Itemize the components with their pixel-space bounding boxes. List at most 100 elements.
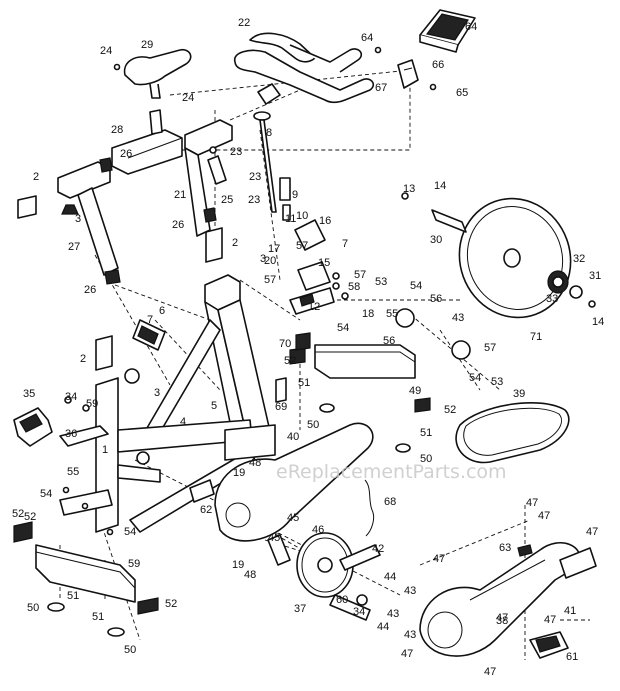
tension-knob (253, 111, 349, 315)
part-callout-14: 14 (434, 180, 446, 192)
console (419, 9, 476, 53)
part-callout-60: 60 (336, 594, 348, 606)
part-callout-63: 63 (499, 542, 511, 554)
part-callout-67: 67 (375, 82, 387, 94)
part-callout-65: 65 (456, 87, 468, 99)
flywheel (401, 192, 596, 319)
part-callout-71: 71 (530, 331, 542, 343)
part-callout-44: 44 (384, 571, 396, 583)
part-callout-7: 7 (147, 314, 153, 326)
part-callout-64: 64 (361, 32, 373, 44)
handlebar-post-21 (184, 119, 233, 263)
part-callout-50: 50 (307, 419, 319, 431)
part-callout-26: 26 (120, 148, 132, 160)
part-callout-54: 54 (337, 322, 349, 334)
part-callout-52: 52 (165, 598, 177, 610)
part-callout-50: 50 (124, 644, 136, 656)
part-callout-64: 64 (465, 21, 477, 33)
part-callout-47: 47 (538, 510, 550, 522)
part-callout-32: 32 (573, 253, 585, 265)
seat (113, 48, 192, 99)
console-bracket (374, 46, 437, 91)
part-callout-30: 30 (430, 234, 442, 246)
part-callout-2: 2 (232, 237, 238, 249)
part-callout-53: 53 (491, 376, 503, 388)
part-callout-25: 25 (221, 194, 233, 206)
right-pedal (529, 631, 569, 659)
part-callout-49: 49 (409, 385, 421, 397)
part-callout-54: 54 (410, 280, 422, 292)
pulley (296, 532, 381, 621)
part-callout-70: 70 (279, 338, 291, 350)
part-callout-7: 7 (342, 238, 348, 250)
part-callout-23: 23 (249, 171, 261, 183)
misc-hardware (267, 332, 375, 566)
part-callout-59: 59 (86, 398, 98, 410)
part-callout-26: 26 (84, 284, 96, 296)
part-callout-24: 24 (100, 45, 112, 57)
part-callout-51: 51 (92, 611, 104, 623)
part-callout-23: 23 (230, 146, 242, 158)
part-callout-61: 61 (566, 651, 578, 663)
part-callout-54: 54 (40, 488, 52, 500)
part-callout-57: 57 (264, 274, 276, 286)
left-pedal-crank (13, 368, 140, 447)
part-callout-38: 38 (496, 615, 508, 627)
drive-belt (455, 402, 570, 464)
part-callout-41: 41 (564, 605, 576, 617)
part-callout-37: 37 (294, 603, 306, 615)
part-callout-47: 47 (586, 526, 598, 538)
part-callout-47: 47 (433, 553, 445, 565)
part-callout-15: 15 (318, 257, 330, 269)
part-callout-48: 48 (244, 569, 256, 581)
part-callout-18: 18 (362, 308, 374, 320)
part-callout-51: 51 (67, 590, 79, 602)
main-frame (59, 274, 276, 533)
part-callout-43: 43 (387, 608, 399, 620)
part-callout-2: 2 (80, 353, 86, 365)
part-callout-54: 54 (469, 372, 481, 384)
part-callout-45: 45 (268, 532, 280, 544)
part-callout-50: 50 (420, 453, 432, 465)
part-callout-46: 46 (312, 524, 324, 536)
part-callout-29: 29 (141, 39, 153, 51)
part-callout-47: 47 (496, 612, 508, 624)
part-callout-47: 47 (484, 666, 496, 678)
part-callout-57: 57 (296, 240, 308, 252)
part-callout-40: 40 (287, 431, 299, 443)
part-callout-17: 17 (268, 243, 280, 255)
part-callout-36: 36 (65, 428, 77, 440)
seat-slider-28 (111, 109, 183, 175)
part-callout-5: 5 (211, 400, 217, 412)
part-callout-51: 51 (420, 427, 432, 439)
part-callout-43: 43 (404, 585, 416, 597)
part-callout-3: 3 (260, 253, 266, 265)
part-callout-12: 12 (308, 301, 320, 313)
inner-guard (189, 422, 374, 542)
part-callout-8: 8 (266, 127, 272, 139)
part-callout-43: 43 (404, 629, 416, 641)
part-callout-34: 34 (65, 391, 77, 403)
part-callout-31: 31 (589, 270, 601, 282)
part-callout-62: 62 (200, 504, 212, 516)
part-callout-52: 52 (444, 404, 456, 416)
part-callout-68: 68 (384, 496, 396, 508)
part-callout-9: 9 (292, 189, 298, 201)
part-callout-47: 47 (544, 614, 556, 626)
part-callout-53: 53 (375, 276, 387, 288)
part-callout-16: 16 (319, 215, 331, 227)
part-callout-19: 19 (232, 559, 244, 571)
part-callout-55: 55 (386, 308, 398, 320)
part-callout-35: 35 (23, 388, 35, 400)
part-callout-57: 57 (484, 342, 496, 354)
part-callout-19: 19 (233, 467, 245, 479)
part-callout-3: 3 (75, 213, 81, 225)
part-callout-59: 59 (128, 558, 140, 570)
part-callout-66: 66 (432, 59, 444, 71)
part-callout-54: 54 (124, 526, 136, 538)
part-callout-6: 6 (159, 305, 165, 317)
part-callout-14: 14 (592, 316, 604, 328)
